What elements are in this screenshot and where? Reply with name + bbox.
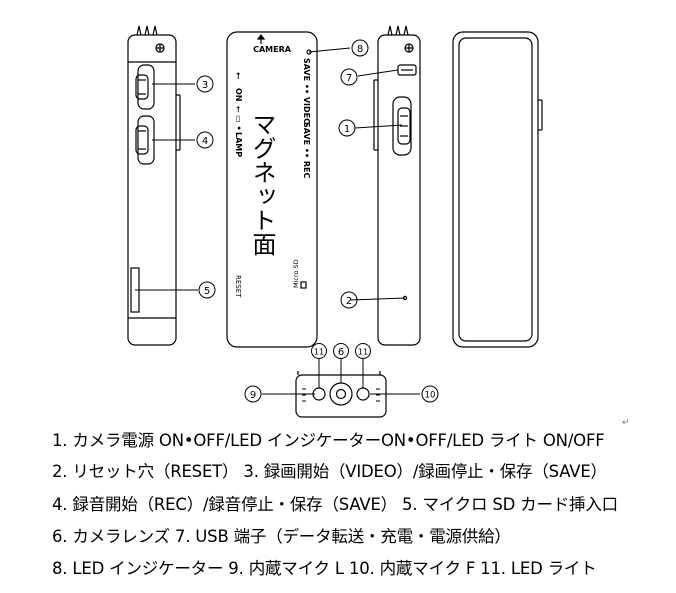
reset-label: RESET — [234, 275, 242, 298]
caption-line-5: 8. LED インジケーター 9. 内蔵マイク L 10. 内蔵マイク F 11… — [52, 559, 597, 578]
lamp-label: LAMP — [234, 132, 243, 157]
callout-10: 10 — [425, 391, 436, 401]
caption-line-4: 6. カメラレンズ 7. USB 端子（データ転送・充電・電源供給） — [52, 527, 511, 546]
return-mark: ↵ — [622, 418, 630, 428]
caption-line-1: 1. カメラ電源 ON•OFF/LED インジケーターON•OFF/LED ライ… — [52, 431, 605, 450]
microsd-label: Micro SD — [292, 259, 300, 288]
right-side-view — [373, 25, 421, 346]
callout-5: 5 — [204, 286, 210, 297]
device-diagram: 3 4 5 2 7 1 8 9 10 11 6 11 CAMERA マグネット面… — [127, 25, 543, 418]
leader-lines — [135, 47, 420, 395]
save-video-label: SAVE •• VIDEO — [302, 58, 311, 125]
callout-3: 3 — [202, 80, 208, 91]
callout-11-right: 11 — [358, 348, 368, 357]
back-view — [452, 31, 543, 348]
caption-line-3: 4. 録音開始（REC）/録音停止・保存（SAVE） 5. マイクロ SD カー… — [52, 495, 618, 514]
magnet-face-label: マグネット面 — [248, 112, 276, 256]
callout-11-left: 11 — [314, 348, 324, 357]
callout-8: 8 — [357, 44, 363, 55]
callout-7: 7 — [346, 73, 352, 84]
callout-6: 6 — [338, 347, 344, 358]
callout-1: 1 — [344, 124, 350, 135]
callout-9: 9 — [250, 390, 256, 401]
left-side-view — [127, 25, 181, 346]
on-label: ON — [234, 88, 243, 102]
caption-line-2: 2. リセット穴（RESET） 3. 録画開始（VIDEO）/録画停止・保存（S… — [52, 462, 607, 481]
usb-symbol-label: ⭠ — [233, 72, 243, 80]
save-rec-label: SAVE •• REC — [302, 122, 311, 178]
callout-4: 4 — [202, 136, 208, 147]
front-view — [226, 31, 408, 348]
callout-circles — [196, 39, 439, 403]
camera-label: CAMERA — [253, 45, 292, 54]
callout-2: 2 — [346, 296, 352, 307]
indicator-labels: ⭠ ▭ • — [234, 106, 243, 131]
